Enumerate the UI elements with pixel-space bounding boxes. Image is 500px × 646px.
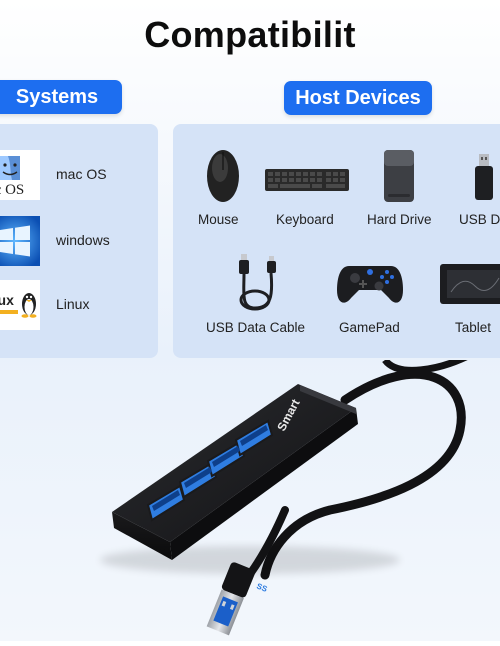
- systems-panel: ac OS mac OS windows: [0, 124, 158, 358]
- device-label-gamepad: GamePad: [339, 320, 400, 335]
- device-label-hard-drive: Hard Drive: [367, 212, 432, 227]
- usb-drive-icon: [473, 152, 495, 202]
- os-label-linux: Linux: [56, 296, 90, 312]
- gamepad-icon: [335, 260, 405, 308]
- host-devices-heading: Host Devices: [284, 81, 432, 115]
- os-item-linux: nux Linux: [0, 280, 150, 330]
- mac-logo-text: ac OS: [0, 182, 24, 198]
- systems-heading: Systems: [0, 80, 122, 114]
- tablet-icon: [439, 262, 500, 306]
- device-label-mouse: Mouse: [198, 212, 239, 227]
- os-item-mac: ac OS mac OS: [0, 150, 150, 200]
- usb-plug-icon: [206, 562, 255, 636]
- device-label-usb-cable: USB Data Cable: [206, 320, 306, 335]
- device-label-keyboard: Keyboard: [276, 212, 334, 227]
- usb-cable-icon: [231, 252, 287, 312]
- mac-os-logo-icon: ac OS: [0, 150, 40, 200]
- plug-label: SS: [255, 582, 269, 595]
- os-label-windows: windows: [56, 232, 110, 248]
- linux-logo-text: nux: [0, 292, 14, 308]
- page-title: Compatibilit: [144, 14, 356, 55]
- os-item-windows: windows: [0, 216, 150, 266]
- hub-body: [112, 384, 358, 560]
- os-label-mac: mac OS: [56, 166, 107, 182]
- keyboard-icon: [264, 168, 350, 192]
- usb-hub-product-image: Smart SS: [0, 351, 500, 641]
- hard-drive-icon: [382, 148, 416, 204]
- device-label-tablet: Tablet: [455, 320, 492, 335]
- windows-logo-icon: [0, 216, 40, 266]
- device-label-usb-drive: USB D: [459, 212, 500, 227]
- host-devices-panel: Mouse Keyboard Hard Drive USB D: [173, 124, 500, 358]
- linux-tux-logo-icon: nux: [0, 280, 40, 330]
- mouse-icon: [201, 148, 245, 204]
